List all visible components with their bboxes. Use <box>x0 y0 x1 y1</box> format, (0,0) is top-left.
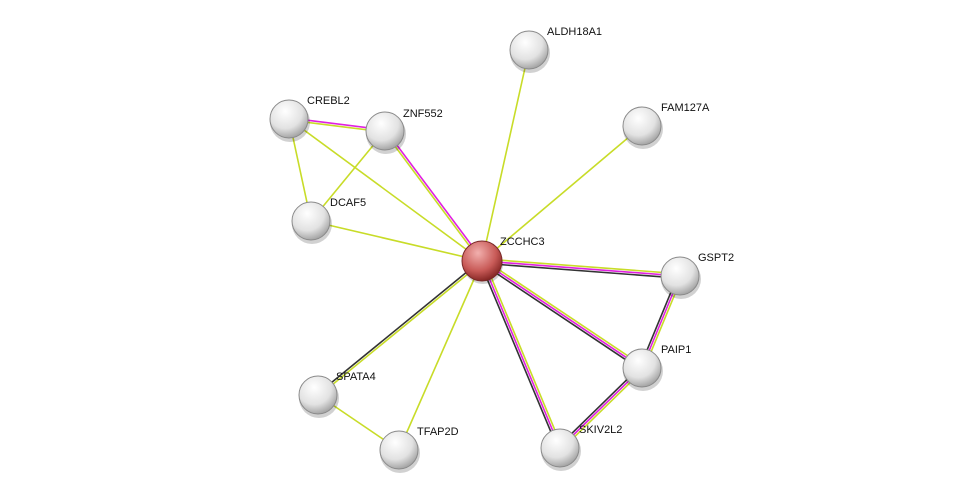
node-label[interactable]: ALDH18A1 <box>547 26 602 38</box>
node-label[interactable]: TFAP2D <box>417 426 459 438</box>
node-label[interactable]: ZNF552 <box>403 108 443 120</box>
evidence-line-experiments <box>385 129 484 261</box>
edge-zcchc3-gspt2[interactable] <box>481 258 681 279</box>
node-sphere[interactable] <box>509 30 549 70</box>
node-label[interactable]: SPATA4 <box>336 371 376 383</box>
edge-zcchc3-tfap2d[interactable] <box>398 260 483 451</box>
evidence-line-textmining <box>481 49 530 262</box>
evidence-line-textmining <box>483 259 563 448</box>
node-label[interactable]: CREBL2 <box>307 95 350 107</box>
evidence-line-coexpression <box>480 262 642 371</box>
evidence-line-textmining <box>482 258 681 275</box>
node-fam127a[interactable]: FAM127A <box>622 102 710 149</box>
node-sphere[interactable] <box>660 256 700 296</box>
evidence-line-textmining <box>288 118 483 262</box>
node-spata4[interactable]: SPATA4 <box>298 371 376 418</box>
node-znf552[interactable]: ZNF552 <box>365 108 443 154</box>
node-label[interactable]: GSPT2 <box>698 252 734 264</box>
evidence-line-textmining <box>318 261 484 397</box>
node-label[interactable]: PAIP1 <box>661 344 691 356</box>
node-label[interactable]: FAM127A <box>661 102 710 114</box>
node-crebl2[interactable]: CREBL2 <box>269 95 350 142</box>
edge-zcchc3-aldh18a1[interactable] <box>481 49 530 262</box>
node-zcchc3[interactable]: ZCCHC3 <box>461 236 545 284</box>
edge-zcchc3-spata4[interactable] <box>316 259 484 397</box>
evidence-line-textmining <box>482 258 644 367</box>
evidence-line-coexpression <box>316 259 482 395</box>
evidence-line-experiments <box>481 260 681 277</box>
node-sphere[interactable] <box>365 111 405 151</box>
node-gspt2[interactable]: GSPT2 <box>660 252 734 299</box>
evidence-line-textmining <box>481 125 643 262</box>
node-paip1[interactable]: PAIP1 <box>622 344 691 391</box>
evidence-line-textmining <box>398 260 483 451</box>
evidence-line-textmining <box>310 220 483 262</box>
node-sphere[interactable] <box>540 428 580 468</box>
node-label[interactable]: SKIV2L2 <box>579 424 622 436</box>
edge-zcchc3-skiv2l2[interactable] <box>479 259 563 450</box>
node-sphere[interactable] <box>622 348 662 388</box>
edge-zcchc3-znf552[interactable] <box>383 129 484 263</box>
evidence-line-experiments <box>481 260 643 369</box>
node-sphere[interactable] <box>269 99 309 139</box>
node-sphere[interactable] <box>291 201 331 241</box>
node-tfap2d[interactable]: TFAP2D <box>379 426 459 473</box>
node-label[interactable]: DCAF5 <box>330 197 366 209</box>
node-sphere[interactable] <box>622 106 662 146</box>
node-label[interactable]: ZCCHC3 <box>500 236 545 248</box>
node-sphere[interactable] <box>379 430 419 470</box>
evidence-line-experiments <box>481 260 561 449</box>
edge-zcchc3-crebl2[interactable] <box>288 118 483 262</box>
evidence-line-coexpression <box>481 262 680 279</box>
node-sphere[interactable] <box>298 375 338 415</box>
edge-zcchc3-fam127a[interactable] <box>481 125 643 262</box>
edge-zcchc3-dcaf5[interactable] <box>310 220 483 262</box>
evidence-line-textmining <box>383 131 482 263</box>
node-sphere[interactable] <box>461 240 503 282</box>
node-skiv2l2[interactable]: SKIV2L2 <box>540 424 622 471</box>
node-aldh18a1[interactable]: ALDH18A1 <box>509 26 602 73</box>
node-dcaf5[interactable]: DCAF5 <box>291 197 366 244</box>
edge-zcchc3-paip1[interactable] <box>480 258 644 371</box>
evidence-line-coexpression <box>479 261 559 450</box>
